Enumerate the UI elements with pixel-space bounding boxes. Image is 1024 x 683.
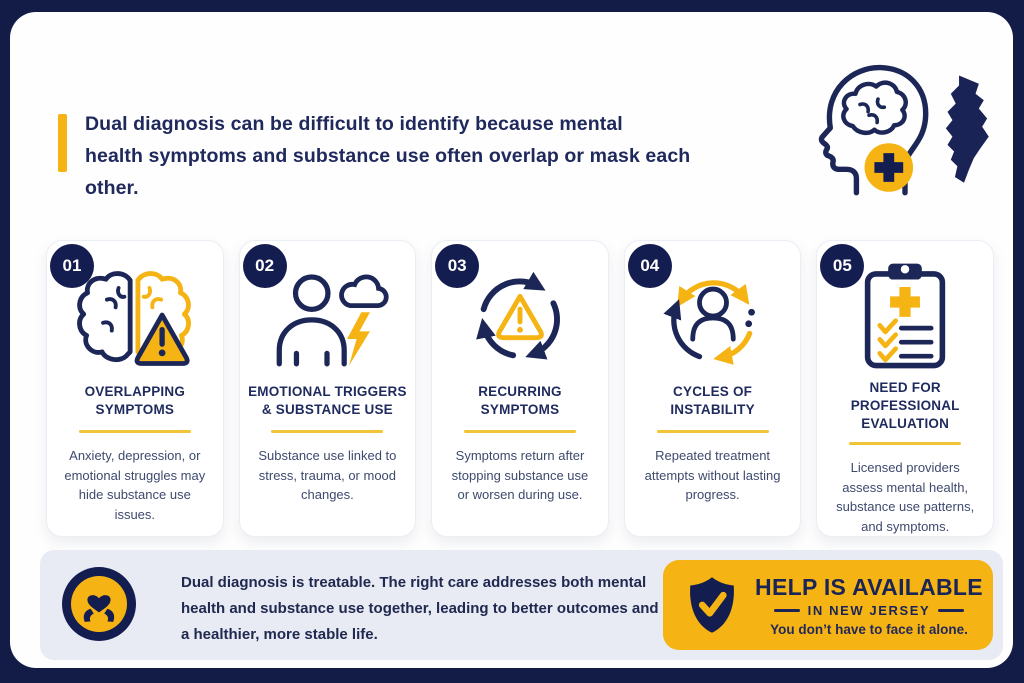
card-number-badge: 02: [242, 244, 287, 288]
card-title: NEED FOR PROFESSIONAL EVALUATION: [850, 380, 960, 431]
card-title: RECURRING SYMPTOMS: [478, 384, 562, 417]
card-divider: [849, 442, 962, 445]
cycle-arrows-warning-icon: [464, 257, 576, 379]
card-row: 01 OVERLAPPING SYMPTOMS Anxiety, depress…: [46, 240, 994, 537]
card-emotional-triggers: 02 EMOTIONAL TRIGGERS & SUBSTANCE USE Su…: [238, 240, 417, 537]
card-recurring-symptoms: 03: [431, 240, 609, 537]
card-cycles-of-instability: 04: [623, 240, 802, 537]
help-box: HELP IS AVAILABLE IN NEW JERSEY You don’…: [663, 560, 993, 650]
split-brain-warning-icon: [74, 257, 196, 379]
card-title: OVERLAPPING SYMPTOMS: [84, 384, 186, 417]
person-cycle-arrows-icon: [654, 257, 772, 379]
footer-message: Dual diagnosis is treatable. The right c…: [181, 574, 659, 643]
help-title: HELP IS AVAILABLE: [755, 573, 983, 600]
card-body: Licensed providers assess mental health,…: [836, 460, 975, 534]
person-storm-lightning-icon: [264, 257, 390, 379]
help-subtitle-row: IN NEW JERSEY: [773, 602, 965, 618]
accent-bar: [58, 114, 67, 172]
dash-line-right: [938, 608, 965, 612]
page-title-line2: health symptoms and substance use often …: [85, 145, 691, 200]
card-divider: [78, 430, 191, 433]
card-number-badge: 04: [627, 244, 672, 288]
card-number-badge: 01: [50, 244, 94, 288]
content-frame: Dual diagnosis can be difficult to ident…: [10, 12, 1013, 668]
help-text: HELP IS AVAILABLE IN NEW JERSEY You don’…: [755, 574, 993, 637]
help-subtitle: IN NEW JERSEY: [807, 602, 931, 618]
hands-holding-heart-icon-inner: [71, 576, 127, 632]
hands-holding-heart-icon: [62, 567, 136, 641]
card-professional-evaluation: 05 NEED FOR PROFESSION: [816, 240, 994, 537]
dash-line-left: [773, 608, 800, 612]
card-divider: [656, 430, 769, 433]
card-number-badge: 03: [435, 244, 480, 288]
footer-bar: Dual diagnosis is treatable. The right c…: [40, 550, 1003, 660]
page-title-line1: Dual diagnosis can be difficult to ident…: [85, 113, 623, 135]
card-number-badge: 05: [820, 244, 865, 288]
card-body: Substance use linked to stress, trauma, …: [258, 448, 397, 502]
page-title: Dual diagnosis can be difficult to ident…: [85, 108, 745, 205]
card-divider: [271, 430, 384, 433]
card-title: EMOTIONAL TRIGGERS & SUBSTANCE USE: [248, 384, 407, 417]
clipboard-checklist-icon: [852, 257, 958, 375]
card-body: Anxiety, depression, or emotional strugg…: [64, 448, 206, 522]
head-brain-plus-icon: [806, 56, 932, 203]
shield-check-icon: [685, 575, 739, 635]
card-body: Symptoms return after stopping substance…: [451, 448, 589, 502]
card-title: CYCLES OF INSTABILITY: [670, 384, 755, 417]
card-divider: [463, 430, 576, 433]
card-overlapping-symptoms: 01 OVERLAPPING SYMPTOMS Anxiety, depress…: [46, 240, 224, 537]
help-tagline: You don’t have to face it alone.: [770, 621, 968, 637]
card-body: Repeated treatment attempts without last…: [644, 448, 781, 502]
new-jersey-state-icon: [931, 64, 997, 201]
